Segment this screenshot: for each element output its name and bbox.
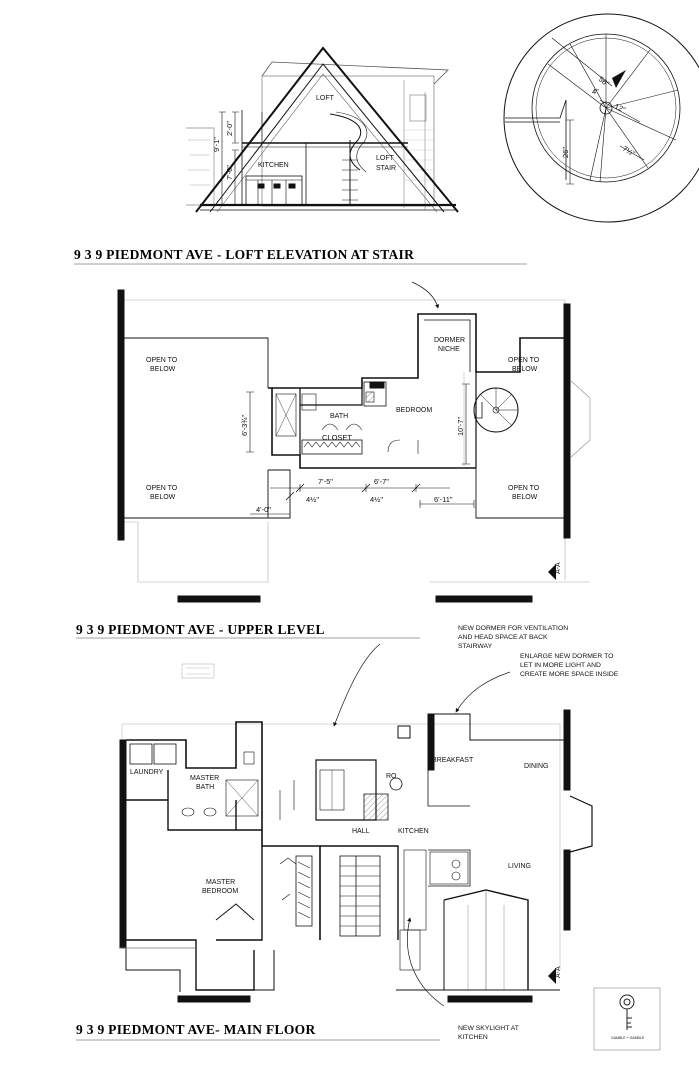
label-dormer-2: NICHE (438, 346, 460, 353)
label-master-bed-2: BEDROOM (202, 888, 238, 895)
label-hall: HALL (352, 828, 370, 835)
label-master-bath-1: MASTER (190, 775, 219, 782)
section-mark-upper: A-A (555, 562, 562, 574)
label-open-bl-1: OPEN TO (146, 485, 178, 492)
stair-detail (503, 13, 699, 223)
dim-upper-4half-b: 4½" (370, 495, 383, 504)
label-living: LIVING (508, 863, 531, 870)
title-loft-elevation: 9 3 9 PIEDMONT AVE - LOFT ELEVATION AT S… (74, 247, 414, 262)
label-dining: DINING (524, 763, 549, 770)
dim-upper-7ft: 7'-5" (318, 477, 333, 486)
label-bath: BATH (330, 413, 348, 420)
dim-loft-9ft: 9'-1" (212, 137, 221, 152)
dim-stair-7: 7½" (621, 144, 637, 159)
dim-upper-6ft: 6'-3¾" (240, 414, 249, 436)
dim-upper-6ft7: 6'-7" (374, 477, 389, 486)
main-floor-plan (119, 643, 593, 1007)
dim-stair-56: 56" (597, 74, 611, 88)
label-bedroom: BEDROOM (396, 407, 432, 414)
label-breakfast: BREAKFAST (432, 757, 474, 764)
dim-upper-4ft: 4'-0" (256, 505, 271, 514)
section-mark-main: A-A (555, 966, 562, 978)
label-open-tl-1: OPEN TO (146, 357, 178, 364)
upper-level-plan (117, 281, 591, 603)
title-upper-level: 9 3 9 PIEDMONT AVE - UPPER LEVEL (76, 622, 325, 637)
label-open-bl-2: BELOW (150, 494, 176, 501)
label-dormer-1: DORMER (434, 337, 465, 344)
note-skylight-2: KITCHEN (458, 1034, 488, 1041)
stair-detail-labels: 56" 4" 12" 26" 7½" (561, 74, 637, 158)
loft-elevation-labels: LOFT KITCHEN LOFT STAIR 2'-0" 9'-1" 7'-0… (212, 95, 396, 180)
note-dormer-2: AND HEAD SPACE AT BACK (458, 634, 548, 641)
label-open-br-2: BELOW (512, 494, 538, 501)
label-master-bed-1: MASTER (206, 879, 235, 886)
label-kitchen: KITCHEN (398, 828, 429, 835)
label-open-tr-1: OPEN TO (508, 357, 540, 364)
label-open-tr-2: BELOW (512, 366, 538, 373)
note-skylight-1: NEW SKYLIGHT AT (458, 1025, 519, 1032)
loft-elevation (186, 46, 459, 213)
dim-stair-4: 4" (592, 87, 599, 96)
logo-key-icon (619, 994, 635, 1030)
label-laundry: LAUNDRY (130, 769, 164, 776)
note-dormer-1: NEW DORMER FOR VENTILATION (458, 625, 568, 632)
dim-loft-7ft: 7'-0" (225, 165, 234, 180)
dim-stair-26: 26" (561, 147, 570, 158)
label-kitchen: KITCHEN (258, 162, 289, 169)
label-closet: CLOSET (322, 433, 352, 442)
dim-loft-2ft: 2'-0" (225, 121, 234, 136)
title-main-floor: 9 3 9 PIEDMONT AVE- MAIN FLOOR (76, 1022, 316, 1037)
label-loft-stair-2: STAIR (376, 165, 396, 172)
label-ro: RO (386, 773, 397, 780)
dim-upper-4half-a: 4½" (306, 495, 319, 504)
label-loft: LOFT (316, 95, 335, 102)
firm-logo: GAMBLE + GAMBLE (593, 987, 661, 1051)
note-enlarge-1: ENLARGE NEW DORMER TO (520, 653, 613, 660)
main-floor-labels: LAUNDRY MASTER BATH MASTER BEDROOM BREAK… (130, 625, 619, 1041)
dim-upper-10ft: 10'-7" (456, 417, 465, 436)
label-master-bath-2: BATH (196, 784, 214, 791)
note-dormer-3: STAIRWAY (458, 643, 493, 650)
label-open-tl-2: BELOW (150, 366, 176, 373)
logo-name: GAMBLE + GAMBLE (611, 1036, 645, 1040)
dim-upper-6ft11: 6'-11" (434, 495, 453, 504)
note-enlarge-3: CREATE MORE SPACE INSIDE (520, 671, 619, 678)
label-open-br-1: OPEN TO (508, 485, 540, 492)
upper-level-labels: OPEN TO BELOW OPEN TO BELOW OPEN TO BELO… (146, 337, 562, 574)
dim-stair-12: 12" (613, 102, 627, 115)
note-enlarge-2: LET IN MORE LIGHT AND (520, 662, 601, 669)
label-loft-stair-1: LOFT (376, 155, 395, 162)
